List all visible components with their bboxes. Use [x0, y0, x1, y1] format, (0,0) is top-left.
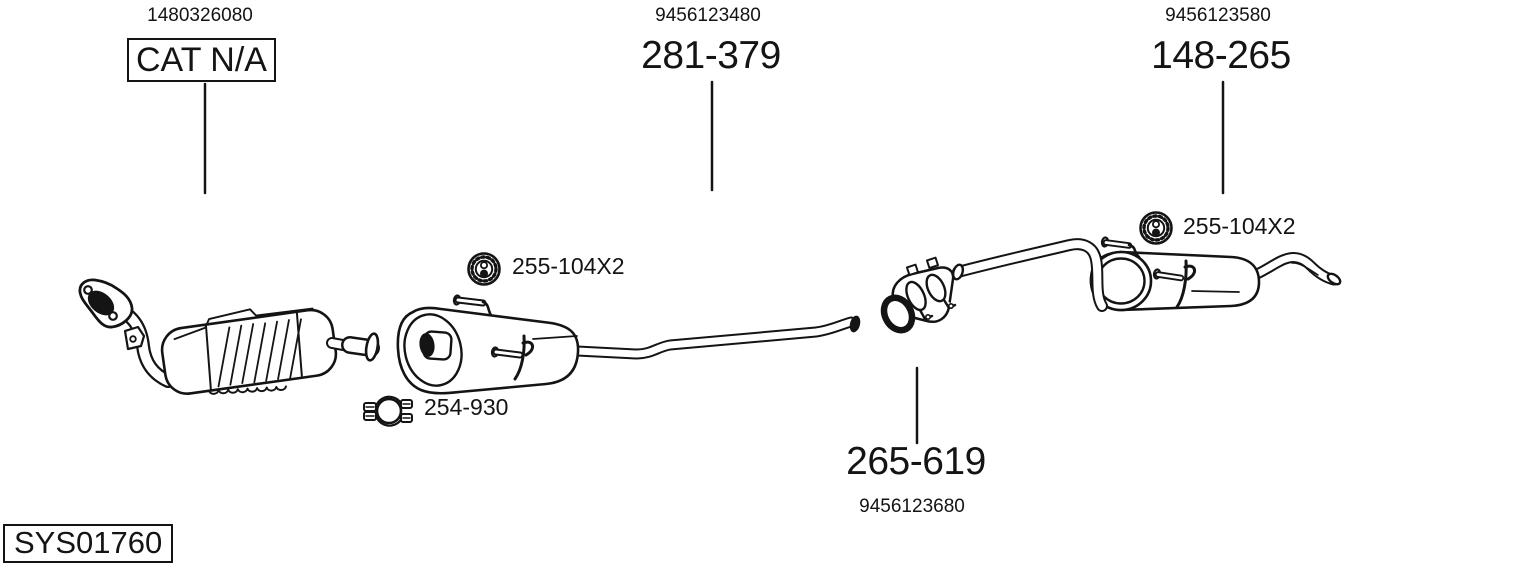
rear-pipe-and-muffler: [951, 236, 1342, 312]
part-number-rear: 9456123580: [1165, 5, 1271, 26]
rubber-hanger-icon: [1138, 210, 1174, 246]
cat-range-box: CAT N/A: [127, 38, 276, 83]
leader-lines: [203, 80, 1225, 445]
rubber-hanger-icon: [466, 251, 502, 287]
callout-label-clamp-middle: 254-930: [424, 394, 509, 420]
range-rear: 148-265: [1151, 34, 1291, 77]
part-number-middle: 9456123480: [655, 5, 761, 26]
part-number-coupling: 9456123680: [859, 496, 965, 517]
part-number-cat: 1480326080: [147, 5, 253, 26]
callout-label-hanger-rear: 255-104X2: [1183, 213, 1296, 239]
pipe-coupling: [880, 256, 957, 334]
system-code-box: SYS01760: [3, 524, 174, 563]
middle-muffler: [396, 294, 861, 395]
range-middle: 281-379: [641, 34, 781, 77]
range-coupling: 265-619: [846, 440, 986, 483]
clamp-icon: [363, 395, 413, 427]
front-pipe-and-catalytic-converter: [78, 278, 380, 395]
callout-label-hanger-middle: 255-104X2: [512, 253, 625, 279]
